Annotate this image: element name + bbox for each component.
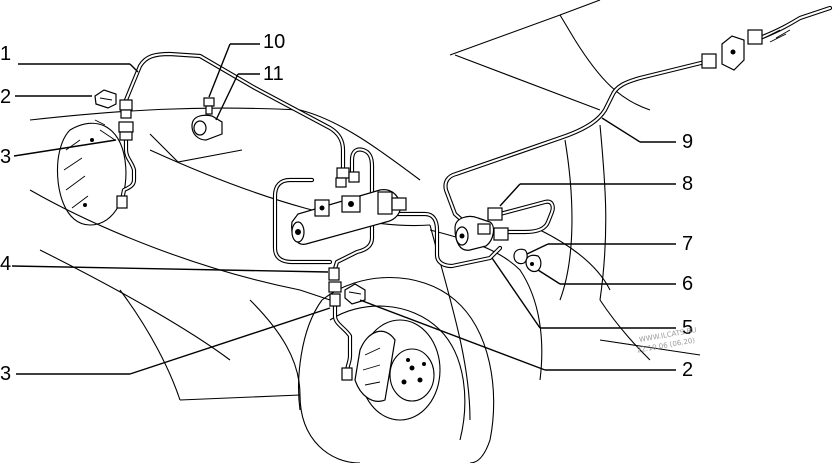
callout-4: 4	[0, 253, 11, 275]
callout-10: 10	[263, 31, 285, 53]
callout-3-top: 3	[0, 146, 11, 168]
nut-and-washer	[513, 248, 542, 273]
callout-7: 7	[682, 233, 693, 255]
callout-3-bottom: 3	[0, 363, 11, 385]
rear-brake-disc	[56, 119, 127, 226]
callout-6: 6	[682, 273, 693, 295]
screw-and-clip	[149, 97, 243, 163]
callout-2-top: 2	[0, 86, 11, 108]
brake-pipe-network	[119, 5, 833, 375]
callout-5: 5	[682, 317, 693, 339]
master-cylinder	[291, 189, 407, 245]
car-body-outline	[29, 0, 701, 421]
callout-2-bottom: 2	[682, 359, 693, 381]
callout-9: 9	[682, 131, 693, 153]
callout-8: 8	[682, 173, 693, 195]
pressure-regulator	[454, 215, 495, 251]
callout-leaders	[11, 43, 676, 375]
front-wheel	[298, 277, 495, 463]
callout-11: 11	[263, 63, 284, 85]
callout-labels: 1 2 3 4 3 10 11 9 8 7 6 5 2	[0, 31, 693, 385]
pipe-brackets	[94, 89, 366, 305]
callout-1: 1	[0, 43, 11, 65]
rear-hose-connector	[721, 29, 791, 71]
pipe-fittings	[116, 29, 763, 381]
